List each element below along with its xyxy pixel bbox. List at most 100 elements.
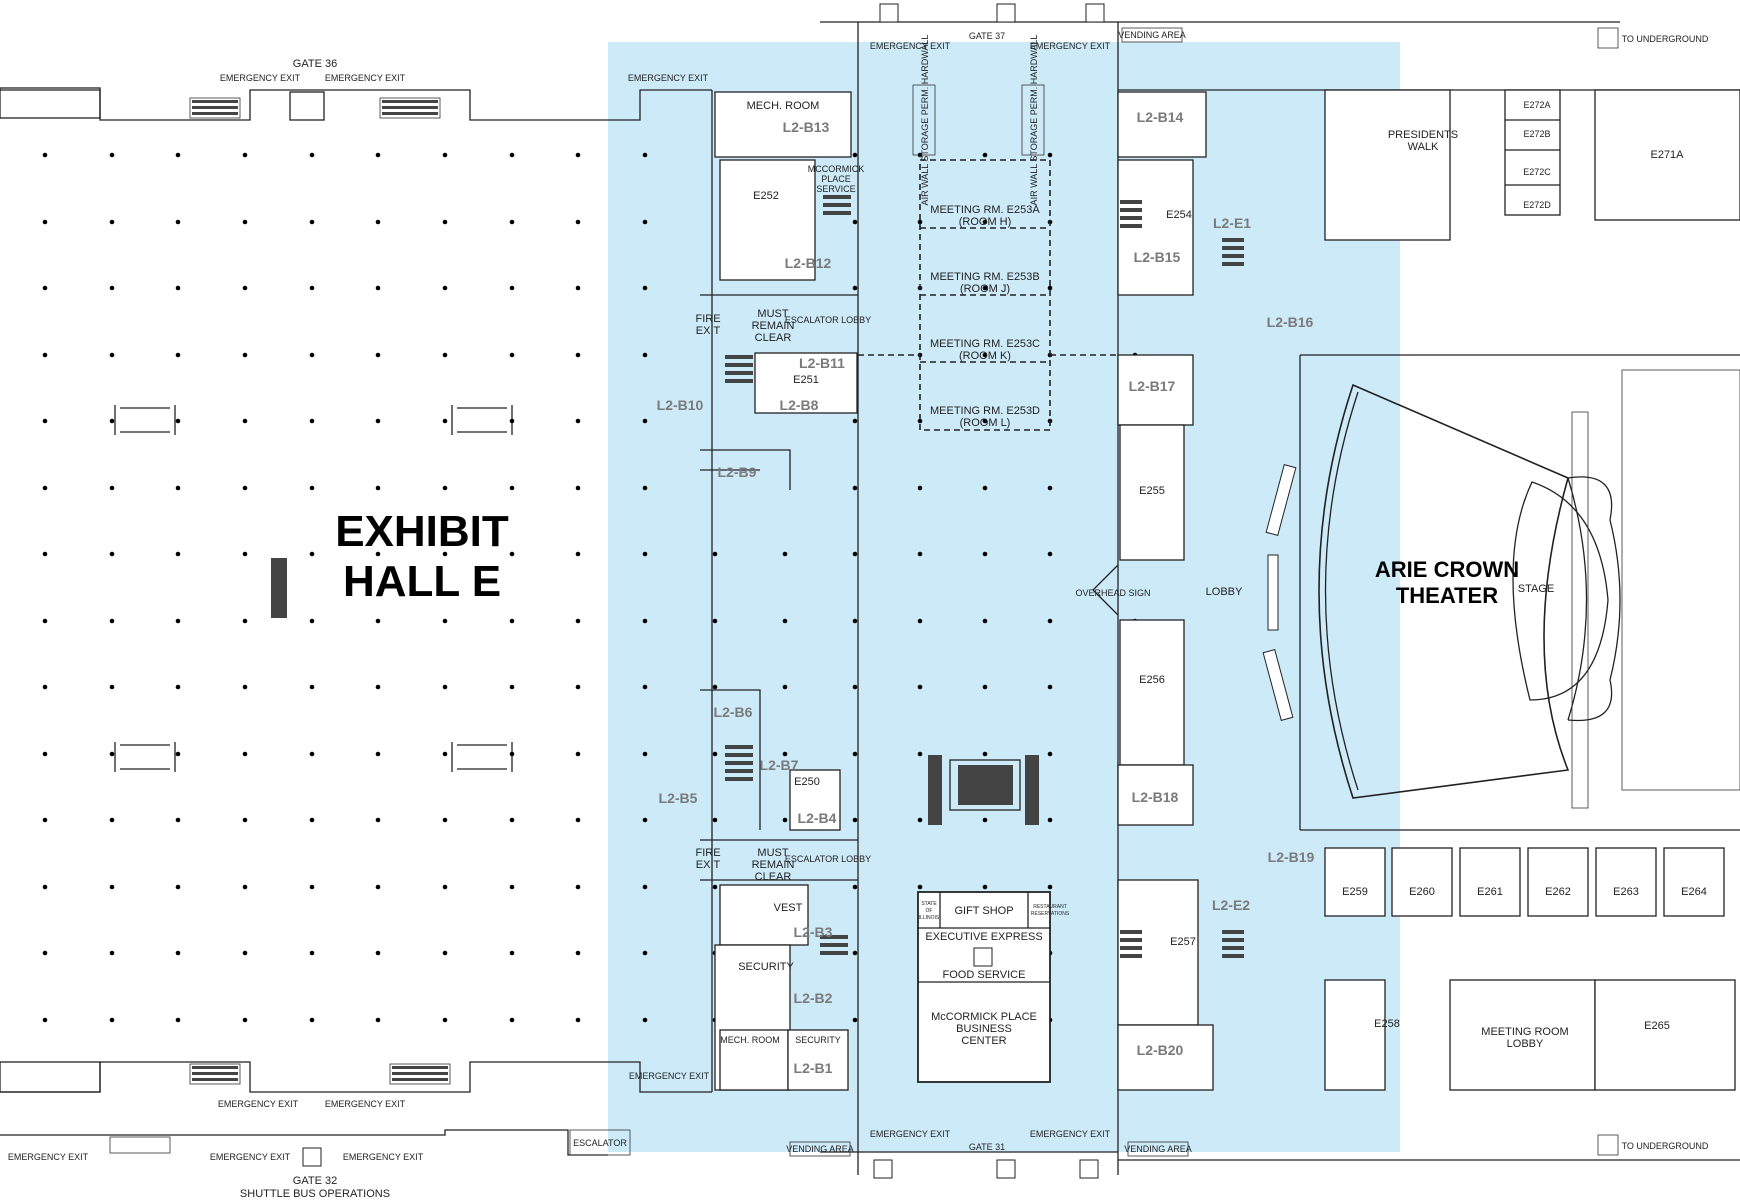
room-e257-label: E257: [1170, 936, 1196, 948]
column-marker: [442, 950, 448, 956]
column-marker: [575, 684, 581, 690]
column-marker: [575, 285, 581, 291]
column-marker: [782, 684, 788, 690]
room-e262-label: E262: [1545, 886, 1571, 898]
business-center-label: CENTER: [961, 1035, 1006, 1047]
column-marker: [109, 352, 115, 358]
mech-room-label: MECH. ROOM: [720, 1035, 780, 1045]
column-marker: [982, 152, 988, 158]
service-desk-label: MCCORMICK: [808, 164, 865, 174]
shuttle-bus-label: SHUTTLE BUS OPERATIONS: [240, 1188, 390, 1200]
column-marker: [442, 152, 448, 158]
column-marker: [309, 751, 315, 757]
meeting-room-e253b: MEETING RM. E253B: [930, 271, 1039, 283]
column-marker: [575, 352, 581, 358]
column-marker: [175, 219, 181, 225]
column-marker: [42, 152, 48, 158]
column-marker: [175, 684, 181, 690]
location-l2-e1: L2-E1: [1213, 215, 1251, 231]
column-marker: [712, 884, 718, 890]
room-e254-label: E254: [1166, 209, 1192, 221]
column-marker: [375, 618, 381, 624]
presidents-walk-label: PRESIDENTS: [1388, 129, 1458, 141]
room-e264-label: E264: [1681, 886, 1707, 898]
column-marker: [575, 485, 581, 491]
column-marker: [917, 418, 923, 424]
state-of-illinois-label: STATE: [921, 901, 937, 907]
column-marker: [442, 618, 448, 624]
column-marker: [917, 219, 923, 225]
column-marker: [509, 551, 515, 557]
emergency-exit-label: EMERGENCY EXIT: [1030, 41, 1111, 51]
column-marker: [1047, 152, 1053, 158]
restaurant-reservations-label: RESERVATIONS: [1031, 911, 1070, 917]
food-service-label: FOOD SERVICE: [943, 969, 1026, 981]
location-l2-b10: L2-B10: [657, 397, 704, 413]
meeting-room-e253d: MEETING RM. E253D: [930, 405, 1040, 417]
lobby-label: LOBBY: [1206, 586, 1243, 598]
location-l2-e2: L2-E2: [1212, 897, 1250, 913]
column-marker: [309, 950, 315, 956]
location-l2-b9: L2-B9: [718, 464, 757, 480]
room-e256-label: E256: [1139, 674, 1165, 686]
column-marker: [242, 1017, 248, 1023]
column-marker: [109, 618, 115, 624]
gate-36-label: GATE 36: [293, 58, 337, 70]
column-marker: [509, 950, 515, 956]
column-marker: [175, 950, 181, 956]
column-marker: [982, 485, 988, 491]
column-marker: [1047, 684, 1053, 690]
column-marker: [982, 884, 988, 890]
emergency-exit-label: EMERGENCY EXIT: [628, 73, 709, 83]
location-l2-b17: L2-B17: [1129, 378, 1176, 394]
column-marker: [712, 751, 718, 757]
overhead-sign-label: OVERHEAD SIGN: [1075, 588, 1150, 598]
column-marker: [242, 418, 248, 424]
column-marker: [242, 817, 248, 823]
column-marker: [1047, 817, 1053, 823]
column-marker: [712, 817, 718, 823]
column-marker: [42, 950, 48, 956]
mech-room-label: MECH. ROOM: [747, 100, 820, 112]
column-marker: [242, 152, 248, 158]
emergency-exit-label: EMERGENCY EXIT: [8, 1152, 89, 1162]
column-marker: [917, 817, 923, 823]
column-marker: [1047, 884, 1053, 890]
column-marker: [42, 418, 48, 424]
column-marker: [509, 684, 515, 690]
column-marker: [1047, 285, 1053, 291]
meeting-room-lobby-label: LOBBY: [1507, 1038, 1544, 1050]
column-marker: [509, 884, 515, 890]
column-marker: [375, 950, 381, 956]
business-center-label: McCORMICK PLACE: [931, 1011, 1037, 1023]
column-marker: [642, 285, 648, 291]
column-marker: [109, 751, 115, 757]
location-l2-b12: L2-B12: [785, 255, 832, 271]
air-wall-storage-label: AIR WALL STORAGE PERM. HARDWALL: [920, 35, 930, 206]
room-e250-label: E250: [794, 776, 820, 788]
column-marker: [175, 1017, 181, 1023]
location-l2-b15: L2-B15: [1134, 249, 1181, 265]
column-marker: [175, 751, 181, 757]
column-marker: [375, 285, 381, 291]
column-marker: [442, 684, 448, 690]
security-label: SECURITY: [795, 1035, 841, 1045]
room-e251-label: E251: [793, 374, 819, 386]
column-marker: [309, 418, 315, 424]
column-marker: [375, 1017, 381, 1023]
column-marker: [917, 485, 923, 491]
hall-title-line1: EXHIBIT: [335, 507, 509, 556]
column-marker: [852, 684, 858, 690]
column-marker: [852, 950, 858, 956]
east-concourse: E254 E255 E256 E257 LOBBY OVERHEAD SIGN …: [1075, 91, 1315, 1091]
vending-area-label: VENDING AREA: [1118, 30, 1186, 40]
room-e272a-label: E272A: [1523, 100, 1550, 110]
column-marker: [309, 285, 315, 291]
column-marker: [175, 418, 181, 424]
column-marker: [575, 751, 581, 757]
meeting-room-e253c: MEETING RM. E253C: [930, 338, 1040, 350]
column-marker: [242, 485, 248, 491]
column-marker: [642, 152, 648, 158]
room-e271a-label: E271A: [1650, 149, 1684, 161]
column-marker: [442, 285, 448, 291]
